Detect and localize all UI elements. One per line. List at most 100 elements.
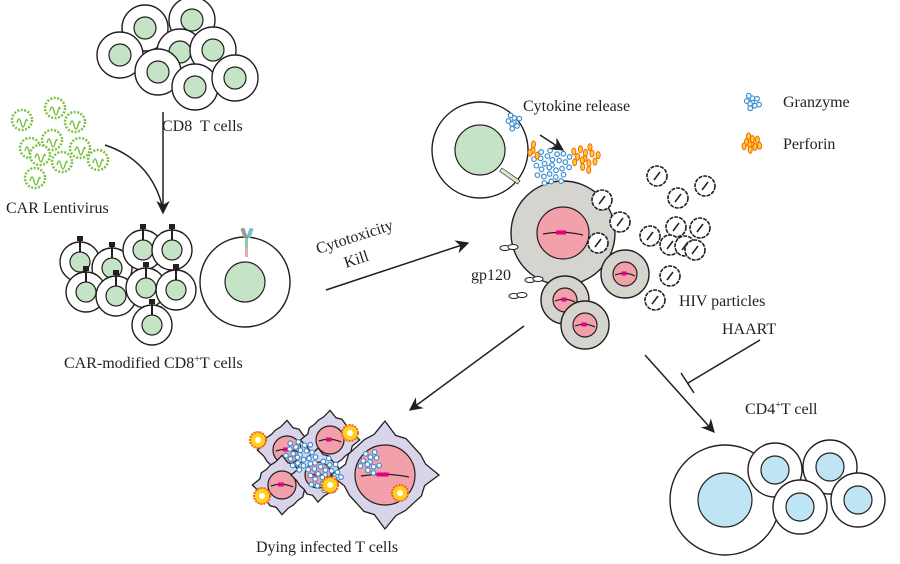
cell-nucleus: [105, 285, 127, 307]
hiv-particle: [684, 239, 706, 261]
car-t-cell: [122, 224, 164, 271]
car-receptor-head: [149, 299, 155, 304]
granzyme-granule: [308, 481, 315, 488]
label-gp120: gp120: [471, 267, 511, 284]
car-scfv-light: [240, 227, 248, 239]
perforin-granule: [595, 151, 601, 160]
granzyme-granule: [560, 150, 567, 157]
virus-rna: [69, 120, 81, 130]
perforin-pore: [249, 431, 267, 449]
legend-perforin-icon: [741, 132, 763, 154]
car-receptor-head: [140, 224, 146, 229]
granzyme-granule: [534, 172, 541, 179]
granzyme-granule: [289, 462, 296, 469]
granzyme-granule: [370, 463, 377, 470]
granzyme-granule: [553, 167, 559, 174]
hiv-particle: [665, 216, 687, 238]
granzyme-granule: [290, 450, 297, 457]
hiv-particle: [694, 175, 716, 197]
hiv-core: [646, 231, 654, 241]
label-haart: HAART: [722, 321, 776, 338]
car-t-cell: [131, 299, 173, 346]
perforin-granule: [534, 151, 540, 160]
granzyme-granule: [326, 461, 333, 468]
perforin-granule: [586, 159, 592, 168]
virus-envelope: [43, 96, 67, 120]
cell-nucleus: [141, 314, 163, 336]
arrow-to-dying: [408, 325, 525, 411]
integrated-provirus: [621, 271, 627, 276]
cell-nucleus: [133, 16, 157, 40]
granzyme-granule: [283, 452, 289, 459]
perforin-granule: [577, 145, 583, 154]
granzyme-granule: [319, 474, 326, 481]
arrow-cytotoxicity: [325, 240, 470, 291]
legend-granzyme-icon: [743, 92, 762, 112]
cell-nucleus: [165, 279, 187, 301]
integrated-provirus: [376, 472, 389, 477]
granzyme-granule: [566, 154, 573, 160]
virus-envelope: [28, 143, 52, 167]
integrated-provirus: [556, 230, 566, 235]
cell-nucleus: [223, 66, 247, 90]
cell-nucleus: [843, 485, 873, 515]
hiv-core: [666, 271, 674, 281]
perforin-granule: [527, 148, 533, 157]
cell-nucleus: [785, 492, 815, 522]
granzyme-granule: [559, 165, 565, 172]
car-receptor-head: [109, 242, 115, 247]
granzyme-granule: [556, 157, 563, 164]
cell-nucleus: [224, 261, 266, 303]
granzyme-granule: [360, 457, 367, 464]
granzyme-granule: [294, 454, 301, 461]
granzyme-granule: [314, 482, 321, 489]
hiv-particle: [591, 189, 613, 211]
pore-center: [327, 482, 333, 488]
virus-envelope: [50, 150, 74, 174]
car-t-cell: [65, 266, 107, 313]
cd8-t-cell: [171, 63, 219, 111]
perforin-pore: [253, 487, 271, 505]
arrow-lentivirus-to-car: [104, 144, 163, 206]
granzyme-granule: [364, 461, 371, 468]
granzyme-granule: [546, 171, 553, 177]
perforin-granule: [582, 148, 588, 157]
perforin-granule: [580, 162, 586, 171]
granzyme-granule: [549, 156, 556, 163]
label-dying-infected: Dying infected T cells: [256, 539, 398, 556]
hiv-core: [653, 171, 661, 181]
car-receptor-head: [83, 266, 89, 271]
hiv-particle: [609, 211, 631, 233]
granzyme-granule: [296, 466, 303, 473]
perforin-granule: [586, 165, 592, 174]
granzyme-granule: [334, 469, 341, 476]
integrated-provirus: [561, 297, 567, 302]
label-hiv-particles: HIV particles: [679, 293, 765, 310]
hiv-particle: [667, 187, 689, 209]
perforin-granule: [530, 140, 536, 149]
granzyme-granule: [305, 466, 312, 473]
granzyme-granule: [745, 92, 752, 99]
car-scfv-heavy: [246, 227, 254, 239]
car-receptor-head: [173, 264, 179, 269]
cell-nucleus: [760, 455, 790, 485]
granzyme-granule: [311, 465, 318, 472]
virus-envelope: [86, 148, 110, 172]
gp120-lobe: [532, 276, 544, 282]
integrated-provirus: [581, 322, 587, 327]
granzyme-granule: [294, 460, 301, 466]
gp120-lobe: [507, 244, 519, 250]
granzyme-granule: [312, 476, 319, 482]
perforin-granule: [752, 142, 758, 151]
granzyme-granule: [315, 470, 321, 477]
granzyme-granule: [287, 440, 294, 447]
cell-nucleus: [815, 452, 845, 482]
granzyme-granule: [317, 463, 324, 470]
car-receptor-head: [77, 236, 83, 241]
cd4-t-cell: [772, 479, 828, 535]
virus-rna: [49, 106, 61, 116]
hiv-core: [672, 222, 680, 232]
granzyme-granule: [540, 173, 547, 180]
label-cytokine-release: Cytokine release: [523, 98, 630, 115]
granzyme-granule: [332, 461, 339, 468]
